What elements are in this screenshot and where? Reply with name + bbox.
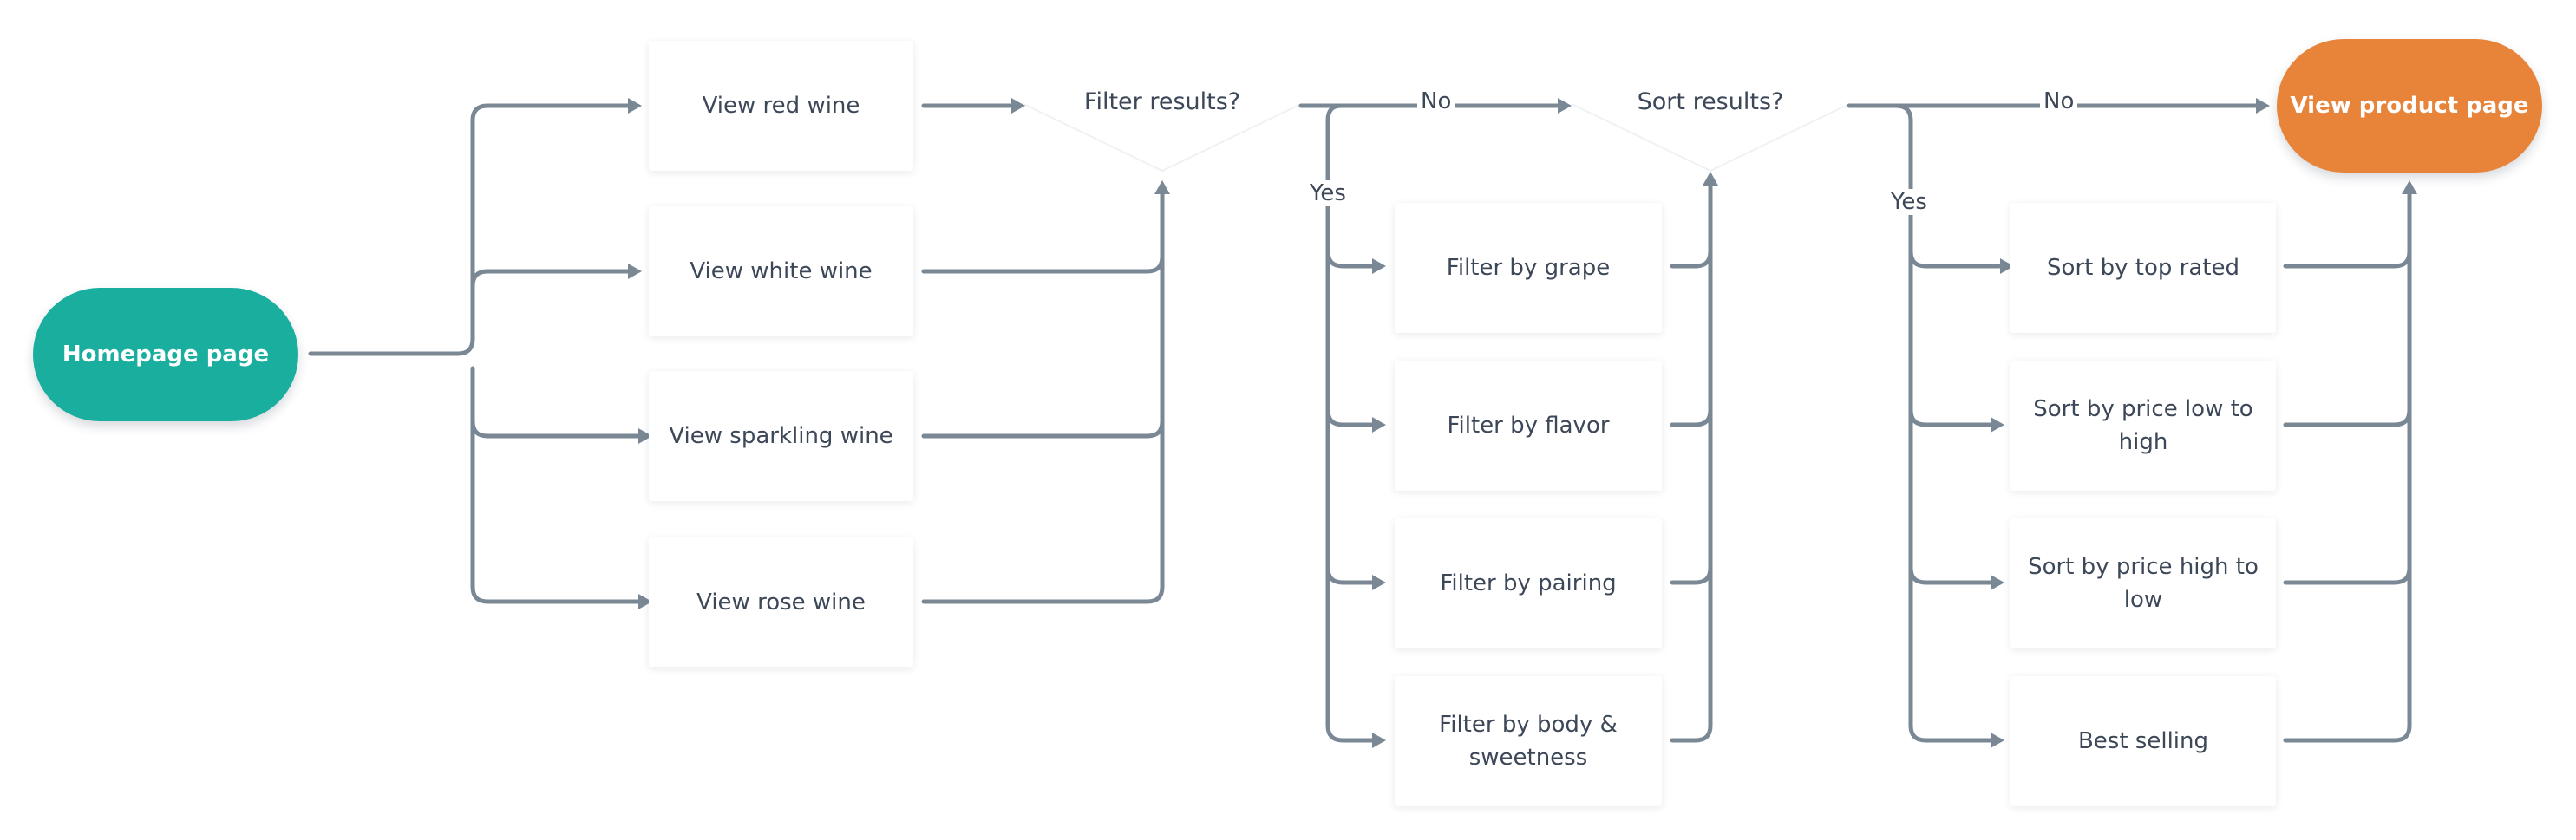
wine-option-red: View red wine <box>649 41 913 171</box>
arrow-to-white <box>628 264 642 279</box>
arrow-to-rose <box>638 594 652 609</box>
arrow-to-flavor <box>1372 417 1386 433</box>
start-node-label: Homepage page <box>62 342 270 368</box>
sort-yes-label: Yes <box>1887 189 1931 215</box>
arrow-to-top-rated <box>2000 258 2014 274</box>
filter-option-label: Filter by body & sweetness <box>1439 712 1618 771</box>
wine-option-label: View white wine <box>690 258 873 284</box>
sort-option-label: Sort by price high to low <box>2028 554 2259 613</box>
wine-option-rose: View rose wine <box>649 537 913 667</box>
connector-home-to-wines <box>308 103 644 604</box>
arrow-to-body <box>1372 733 1386 748</box>
wine-option-sparkling: View sparkling wine <box>649 371 913 501</box>
filter-no-label: No <box>1417 88 1455 114</box>
end-node-label: View product page <box>2290 93 2529 119</box>
sort-decision-label: Sort results? <box>1637 88 1784 115</box>
arrow-up-product <box>2402 180 2417 194</box>
sort-option-label: Sort by price low to high <box>2033 396 2253 455</box>
connector-filters-merge <box>1670 181 1713 743</box>
arrow-to-product-page <box>2256 98 2270 114</box>
sort-no-label: No <box>2040 88 2078 114</box>
connector-sort-yes <box>1893 103 2002 743</box>
filter-decision-label: Filter results? <box>1083 88 1241 115</box>
filter-option-body-sweetness: Filter by body & sweetness <box>1395 676 1662 806</box>
wine-option-white: View white wine <box>649 206 913 336</box>
filter-yes-label: Yes <box>1306 180 1350 206</box>
arrow-to-low-high <box>1991 417 2004 433</box>
sort-decision-outline <box>1571 103 1850 173</box>
sort-option-top-rated: Sort by top rated <box>2010 203 2276 333</box>
connector-filter-yes <box>1325 103 1376 743</box>
end-node-product-page: View product page <box>2277 39 2542 173</box>
arrow-to-grape <box>1372 258 1386 274</box>
filter-option-grape: Filter by grape <box>1395 203 1662 333</box>
filter-decision-outline <box>1023 103 1302 173</box>
sort-option-label: Sort by top rated <box>2047 255 2239 281</box>
start-node-homepage: Homepage page <box>33 288 298 421</box>
wine-option-label: View sparkling wine <box>669 423 893 449</box>
arrow-to-best-selling <box>1991 733 2004 748</box>
sort-option-price-low-high: Sort by price low to high <box>2010 361 2276 491</box>
sort-option-best-selling: Best selling <box>2010 676 2276 806</box>
arrow-up-sort <box>1703 172 1718 186</box>
arrow-to-sort-question <box>1558 98 1572 114</box>
connector-wines-merge <box>921 190 1165 604</box>
wine-option-label: View red wine <box>702 93 860 119</box>
arrow-to-pairing <box>1372 575 1386 590</box>
connector-sorts-merge <box>2283 190 2412 743</box>
filter-option-label: Filter by pairing <box>1440 570 1617 596</box>
sort-option-label: Best selling <box>2077 728 2209 754</box>
wine-option-label: View rose wine <box>696 589 866 615</box>
arrow-up-filter <box>1154 180 1170 194</box>
filter-option-pairing: Filter by pairing <box>1395 518 1662 648</box>
filter-option-label: Filter by grape <box>1446 255 1611 281</box>
arrow-to-filter-question <box>1011 98 1025 114</box>
filter-option-label: Filter by flavor <box>1447 413 1610 439</box>
arrow-to-red <box>628 98 642 114</box>
arrow-to-sparkling <box>638 428 652 444</box>
sort-option-price-high-low: Sort by price high to low <box>2010 518 2276 648</box>
filter-option-flavor: Filter by flavor <box>1395 361 1662 491</box>
arrow-to-high-low <box>1991 575 2004 590</box>
